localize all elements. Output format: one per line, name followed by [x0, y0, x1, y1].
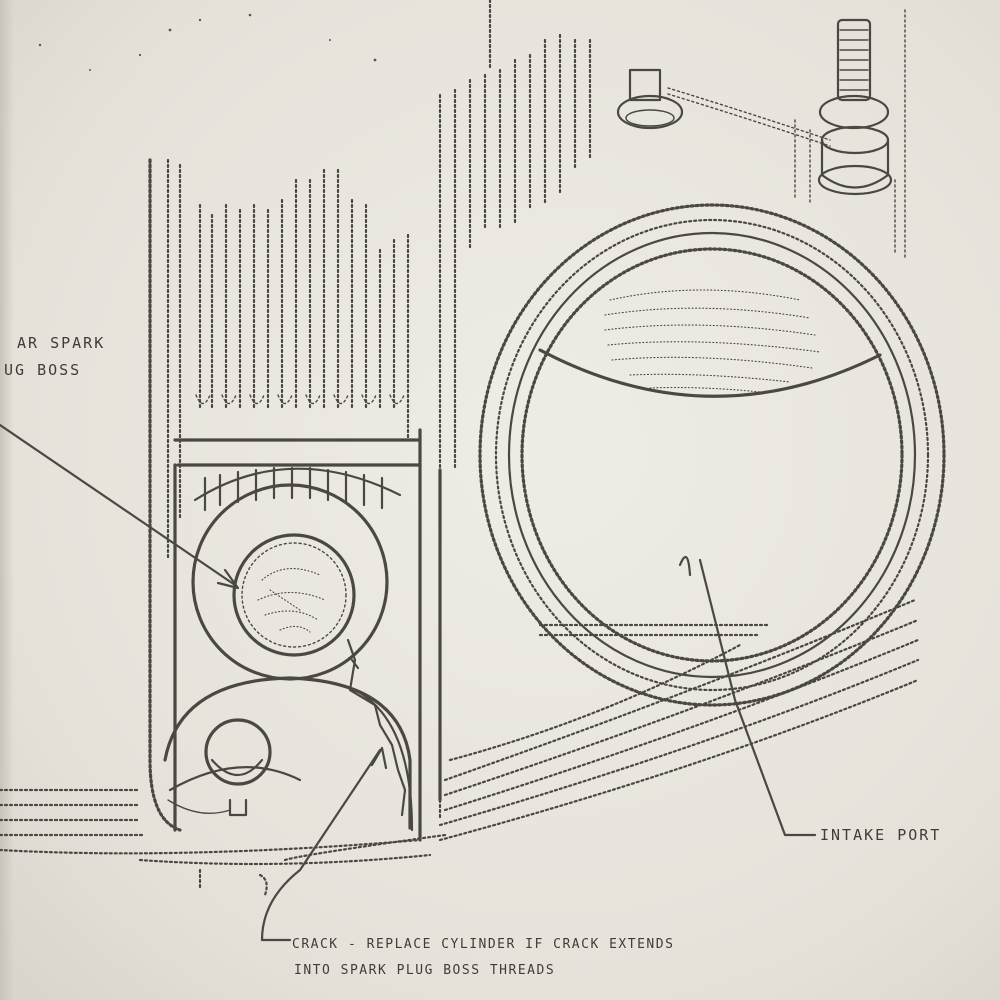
spark-plug-boss-label-line1: AR SPARK: [17, 334, 106, 352]
spark-plug-boss-label-line2: UG BOSS: [4, 361, 82, 379]
cooling-fins-left: [166, 158, 410, 562]
spark-plug-boss: [191, 483, 389, 681]
crack-note-line1: CRACK - REPLACE CYLINDER IF CRACK EXTEND…: [292, 937, 675, 952]
intake-port: [478, 203, 946, 707]
hold-down-stud: [817, 18, 893, 196]
boss-threads-hatching: [257, 568, 326, 633]
intake-port-shading: [604, 289, 821, 393]
cooling-fins-center: [438, 0, 592, 822]
fin-loops-upper: [195, 394, 405, 405]
intake-port-label: INTAKE PORT: [820, 826, 942, 844]
leader-crack: [260, 746, 388, 942]
leader-intake-port: [678, 555, 817, 837]
crack-note-line2: INTO SPARK PLUG BOSS THREADS: [294, 963, 556, 978]
lower-boss: [163, 676, 414, 832]
page-edge-shadow: [0, 0, 14, 1000]
safety-wire: [667, 87, 831, 141]
boss-housing: [148, 158, 442, 842]
base-flange: [0, 788, 447, 897]
leader-spark-plug-boss: [0, 423, 240, 590]
speckles: [38, 13, 377, 71]
cooling-fins-right: [794, 9, 906, 261]
spark-plug-boss-label: AR SPARK UG BOSS: [0, 330, 115, 384]
crack-note-label: CRACK - REPLACE CYLINDER IF CRACK EXTEND…: [292, 932, 674, 984]
drain-plug: [616, 68, 684, 130]
safety-wire-strand: [667, 93, 831, 147]
barrel-flange: [438, 598, 920, 842]
boss-arch: [193, 466, 402, 512]
crack-line: [346, 638, 407, 817]
